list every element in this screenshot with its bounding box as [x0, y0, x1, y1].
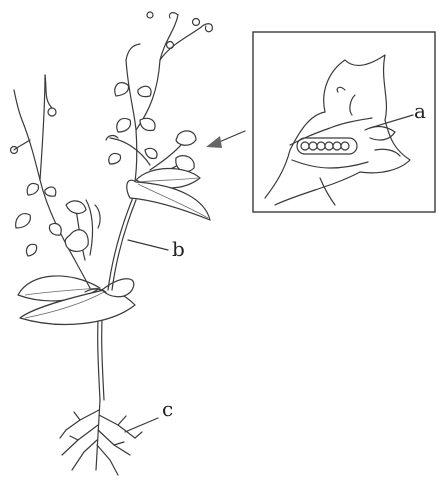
upper-small-leaves	[109, 83, 157, 164]
label-b: b	[172, 237, 185, 261]
label-b-leader	[128, 240, 168, 250]
label-c: c	[162, 397, 173, 421]
label-a: a	[414, 99, 426, 123]
pointer-arrow	[206, 131, 245, 148]
lower-leaves	[18, 276, 135, 325]
left-branch	[11, 75, 91, 288]
label-c-leader	[125, 418, 158, 432]
label-b-group: b	[128, 237, 185, 261]
inset-box	[253, 32, 435, 212]
upper-large-leaf	[127, 168, 210, 220]
inset-flower-section: a	[253, 32, 435, 212]
label-c-group: c	[125, 397, 173, 432]
root-system	[60, 400, 142, 475]
arrow-head	[206, 136, 222, 148]
